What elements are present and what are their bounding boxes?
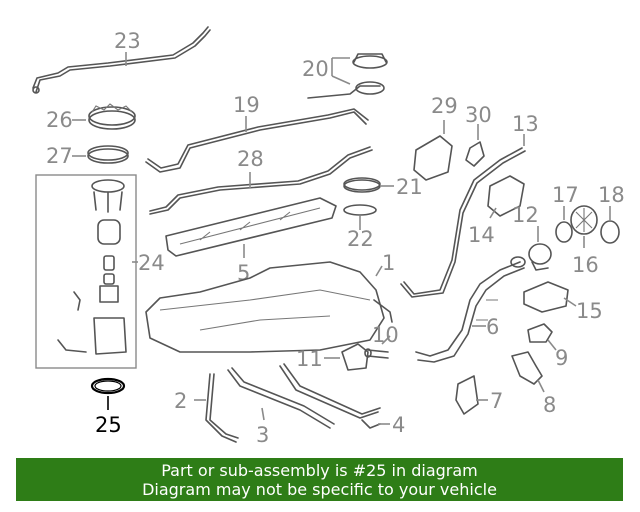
part-13-breather-pipe <box>400 147 526 298</box>
callout-29: 29 <box>431 94 458 118</box>
callout-24: 24 <box>138 251 165 275</box>
fitment-notice-banner: Part or sub-assembly is #25 in diagram D… <box>16 458 623 501</box>
callout-7: 7 <box>490 389 503 413</box>
part-19-fuel-line <box>145 108 369 173</box>
callout-9: 9 <box>555 346 568 370</box>
part-4-strap <box>279 363 381 429</box>
part-12-cap <box>528 243 552 271</box>
part-30-clamp <box>465 141 485 167</box>
callout-12: 12 <box>512 203 539 227</box>
callout-19: 19 <box>233 93 260 117</box>
part-27-gasket <box>87 145 129 164</box>
part-14-cover <box>487 175 525 217</box>
part-26-lock-ring <box>88 103 136 130</box>
callout-2: 2 <box>174 389 187 413</box>
callout-14: 14 <box>468 223 495 247</box>
banner-line-disclaimer: Diagram may not be specific to your vehi… <box>142 480 497 499</box>
callout-20: 20 <box>302 57 329 81</box>
part-17-gasket <box>555 221 573 243</box>
callout-10: 10 <box>372 323 399 347</box>
part-22-ring <box>343 204 377 216</box>
part-20-cover <box>307 53 388 99</box>
callout-17: 17 <box>552 183 579 207</box>
part-11-bracket <box>341 343 369 371</box>
part-3-strap <box>227 367 335 429</box>
part-28-fuel-line <box>149 146 373 215</box>
part-29-bracket <box>413 135 453 181</box>
callout-26: 26 <box>46 108 73 132</box>
callout-3: 3 <box>256 423 269 447</box>
callout-4: 4 <box>392 413 405 437</box>
part-15-housing <box>523 281 569 313</box>
callout-22: 22 <box>347 227 374 251</box>
part-25-o-ring <box>90 377 126 395</box>
callout-28: 28 <box>237 147 264 171</box>
callout-30: 30 <box>465 103 492 127</box>
part-9-bracket <box>527 323 553 343</box>
callout-6: 6 <box>486 315 499 339</box>
callout-15: 15 <box>576 299 603 323</box>
callout-27: 27 <box>46 144 73 168</box>
part-6-filler-pipe <box>415 256 526 363</box>
part-5-protector <box>165 197 337 257</box>
part-1-fuel-tank <box>145 261 393 353</box>
part-7-cover <box>455 375 479 415</box>
callout-16: 16 <box>572 253 599 277</box>
callout-18: 18 <box>598 183 625 207</box>
callout-23: 23 <box>114 29 141 53</box>
part-8-valve <box>511 351 543 385</box>
callout-1: 1 <box>382 251 395 275</box>
part-2-strap <box>205 373 239 443</box>
part-21-gasket <box>343 177 381 193</box>
callout-13: 13 <box>512 112 539 136</box>
callout-8: 8 <box>543 393 556 417</box>
callout-25-highlighted: 25 <box>95 413 122 437</box>
callout-11: 11 <box>296 347 323 371</box>
banner-line-part-reference: Part or sub-assembly is #25 in diagram <box>161 461 478 480</box>
part-24-pump-assembly <box>35 174 137 369</box>
part-16-filler-cap <box>570 205 598 235</box>
part-23-fuel-line <box>32 26 211 94</box>
part-18-ring <box>600 220 620 244</box>
callout-21: 21 <box>396 175 423 199</box>
